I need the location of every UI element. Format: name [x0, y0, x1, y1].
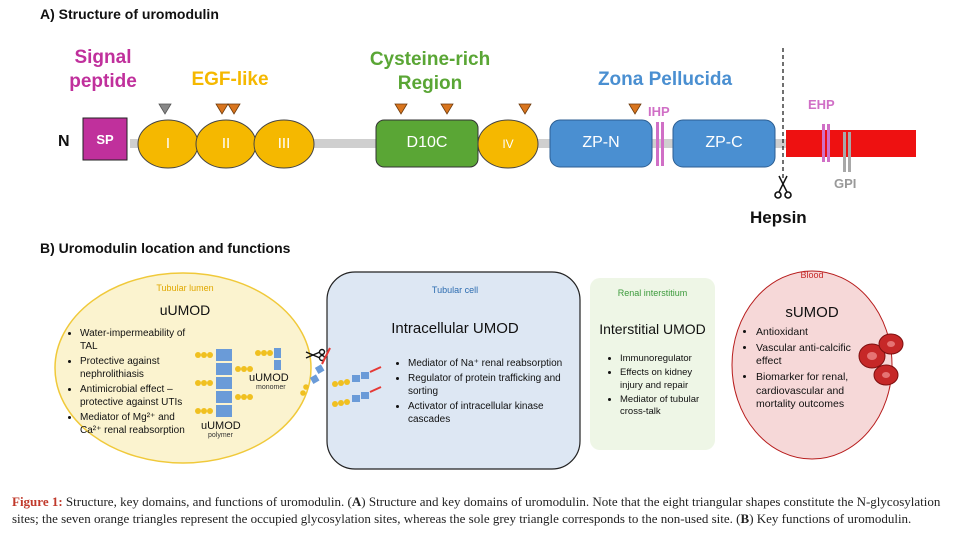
ihp-bar: [656, 122, 659, 166]
tubular-lumen-region: [54, 272, 312, 464]
glycosylation-site: [440, 103, 454, 115]
blood-function-item: Vascular anti-calcific effect: [756, 342, 862, 369]
glycosylation-site: [518, 103, 532, 115]
lumen-function-item: Water-impermeability of TAL: [80, 327, 194, 353]
blood-region: [731, 270, 893, 460]
sumod-title: sUMOD: [785, 304, 839, 321]
gpi-label: GPI: [834, 176, 857, 191]
glycosylation-site: [628, 103, 642, 115]
glycosylation-site: [215, 103, 229, 115]
scissors-icon: [305, 348, 326, 362]
egf-iv-label: IV: [502, 137, 514, 151]
renal-interstitium-label: Renal interstitium: [617, 288, 688, 298]
gpi-bar: [843, 132, 846, 172]
cysteine-rich-label: Cysteine-rich Region: [369, 49, 491, 94]
interstitial-umod-title: Interstitial UMOD: [599, 321, 706, 337]
blood-function-list: Antioxidant Vascular anti-calcific effec…: [742, 326, 862, 414]
part-b-title: B) Uromodulin location and functions: [40, 240, 291, 256]
egf-iii-label: III: [277, 135, 291, 152]
signal-peptide-label: Signal peptide: [69, 47, 137, 92]
location-diagram: [54, 270, 904, 470]
scissors-icon: [774, 175, 792, 199]
blood-function-item: Biomarker for renal, cardiovascular and …: [756, 371, 862, 412]
cell-function-item: Activator of intracellular kinase cascad…: [408, 400, 564, 426]
d10c-label: D10C: [406, 134, 448, 151]
zona-pellucida-label: Zona Pellucida: [597, 69, 733, 90]
intracellular-uumod-chains: [332, 366, 382, 407]
cell-function-list: Mediator of Na⁺ renal reabsorption Regul…: [394, 357, 564, 428]
uumod-monomer-glyph: [255, 348, 281, 370]
tubular-lumen-label: Tubular lumen: [156, 283, 214, 293]
monomer-name: uUMOD: [249, 372, 289, 384]
ihp-label: IHP: [648, 104, 670, 119]
interstitium-function-list: Immunoregulator Effects on kidney injury…: [606, 353, 706, 421]
lumen-function-list: Water-impermeability of TAL Protective a…: [66, 327, 194, 439]
glycosylation-site: [394, 103, 408, 115]
tubular-cell-region: [326, 271, 581, 470]
renal-interstitium-region: [590, 278, 715, 450]
egf-ii-label: II: [221, 135, 231, 152]
gpi-bar: [848, 132, 851, 172]
caption-text: ) Structure and key domains of uromoduli…: [12, 494, 941, 526]
caption-panel-a: A: [351, 494, 362, 509]
lumen-function-item: Antimicrobial effect – protective agains…: [80, 383, 194, 409]
uumod-title: uUMOD: [159, 302, 211, 318]
figure-caption: Figure 1: Structure, key domains, and fu…: [12, 494, 942, 528]
polymer-name: uUMOD: [201, 420, 241, 432]
blood-label: Blood: [800, 270, 824, 280]
caption-text: ) Key functions of uromodulin.: [749, 510, 912, 526]
blood-function-item: Antioxidant: [756, 326, 862, 340]
sp-domain: [82, 117, 128, 161]
cell-function-item: Regulator of protein trafficking and sor…: [408, 372, 564, 398]
caption-text: Structure, key domains, and functions of…: [62, 494, 352, 509]
zp-n-domain: [549, 119, 653, 168]
sp-label: SP: [96, 132, 114, 147]
zp-c-label: ZP-C: [705, 134, 743, 151]
ehp-label: EHP: [808, 97, 835, 112]
interstitium-function-item: Immunoregulator: [620, 353, 706, 365]
glycosylation-site-unused: [158, 103, 172, 115]
zp-n-label: ZP-N: [582, 134, 620, 151]
tubular-cell-label: Tubular cell: [431, 285, 479, 295]
red-blood-cells: [858, 333, 904, 386]
egf-i-label: I: [165, 135, 171, 152]
ehp-bar: [827, 124, 830, 162]
interstitium-function-item: Effects on kidney injury and repair: [620, 367, 706, 392]
ehp-bar: [822, 124, 825, 162]
lumen-function-item: Mediator of Mg²⁺ and Ca²⁺ renal reabsorp…: [80, 411, 194, 437]
polymer-label: polymer: [208, 432, 233, 439]
interstitium-function-item: Mediator of tubular cross-talk: [620, 394, 706, 419]
ihp-bar: [661, 122, 664, 166]
caption-panel-b: B: [740, 510, 750, 526]
hepsin-label: Hepsin: [750, 208, 807, 227]
caption-figure-label: Figure 1:: [12, 494, 63, 509]
monomer-label: monomer: [256, 384, 286, 391]
egf-domain-iii: [253, 119, 315, 169]
glycosylation-site: [227, 103, 241, 115]
egf-like-label: EGF-like: [191, 69, 269, 90]
part-a-title: A) Structure of uromodulin: [40, 6, 219, 22]
egf-domain-iv: [477, 119, 539, 169]
cleaved-uumod-chain: [300, 347, 331, 396]
lumen-function-item: Protective against nephrolithiasis: [80, 355, 194, 381]
zp-c-domain: [672, 119, 776, 168]
cell-function-item: Mediator of Na⁺ renal reabsorption: [408, 357, 564, 370]
uromodulin-structure-diagram: [82, 48, 916, 199]
intracellular-umod-title: Intracellular UMOD: [391, 320, 519, 337]
n-terminus-label: N: [58, 133, 70, 150]
uumod-polymer-glyph: [195, 349, 253, 417]
